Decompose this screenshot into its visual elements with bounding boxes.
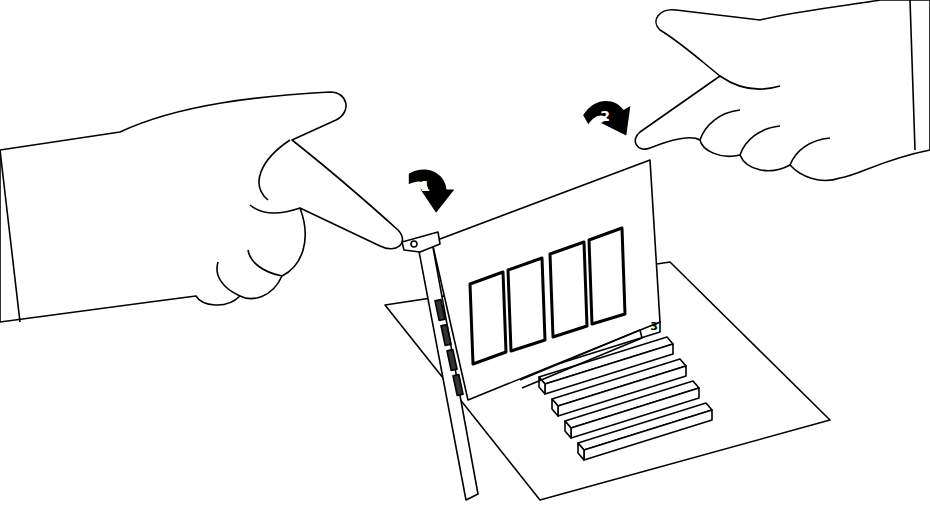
memory-chips	[470, 228, 625, 364]
card-ports	[435, 300, 463, 396]
finger-crease	[700, 0, 915, 165]
callout-number: 3	[650, 321, 658, 332]
right-hand	[635, 0, 930, 180]
callout-number: 2	[600, 109, 610, 123]
card-bracket	[418, 242, 478, 500]
callout-arrow	[581, 89, 642, 149]
finger-crease	[0, 140, 300, 322]
left-hand	[0, 92, 403, 322]
expansion-card	[432, 160, 660, 400]
callout-number: 1	[420, 179, 430, 193]
callout-arrow	[409, 170, 455, 213]
bracket-tab	[402, 232, 440, 252]
bracket-screw-hole	[411, 241, 417, 247]
